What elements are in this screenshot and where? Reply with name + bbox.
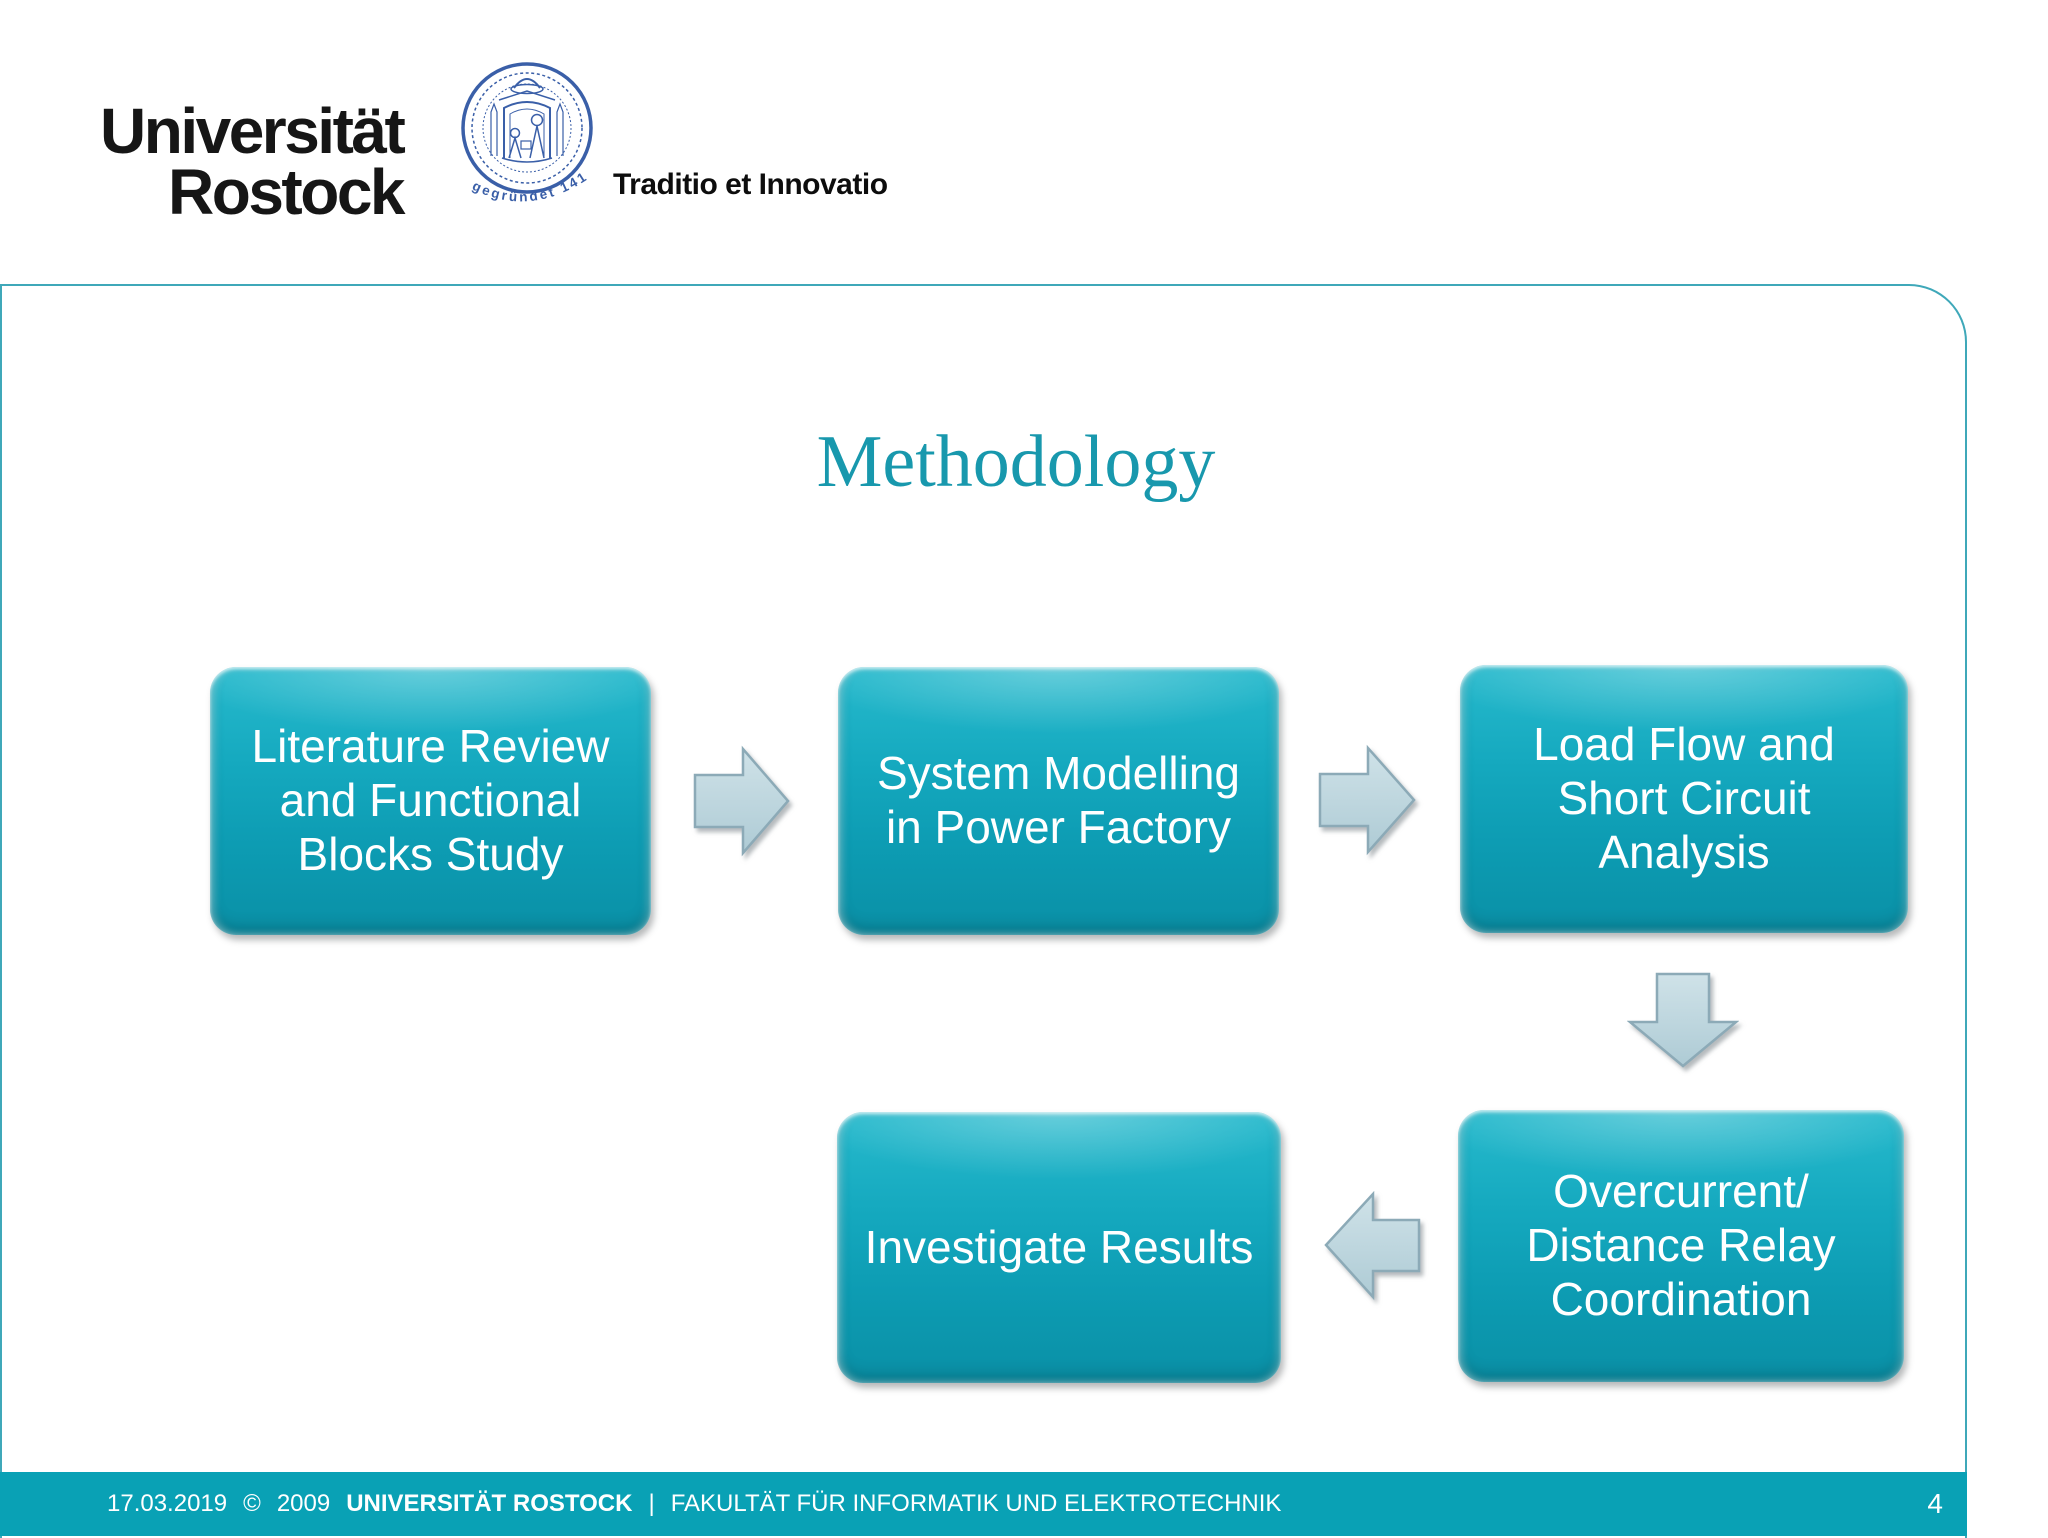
footer-bar: 17.03.2019 © 2009 UNIVERSITÄT ROSTOCK | FAKUL… — [0, 1472, 1967, 1536]
logo-motto: Traditio et Innovatio — [613, 168, 888, 201]
logo-name-line2: Rostock — [168, 156, 406, 228]
arrow-down-icon — [1627, 972, 1739, 1068]
flow-box-relay-coordination: Overcurrent/ Distance Relay Coordination — [1458, 1110, 1904, 1382]
slide-content-frame — [0, 284, 1967, 1538]
footer-separator: | — [648, 1490, 655, 1517]
arrow-right-2-icon — [1318, 744, 1416, 856]
flow-box-label: Investigate Results — [864, 1220, 1254, 1273]
footer-text: 17.03.2019 © 2009 UNIVERSITÄT ROSTOCK | FAKUL… — [107, 1472, 1297, 1536]
footer-copyright-symbol: © — [243, 1490, 261, 1517]
flow-box-label: Literature Review and Functional Blocks … — [251, 720, 610, 880]
slide-title: Methodology — [816, 421, 1216, 503]
flow-box-label: Overcurrent/ Distance Relay Coordination — [1526, 1165, 1836, 1325]
flow-box-system-modelling: System Modelling in Power Factory — [838, 667, 1279, 935]
footer-organization: UNIVERSITÄT ROSTOCK — [346, 1490, 633, 1517]
logo-name-line1: Universität — [100, 95, 406, 167]
arrow-right-1-icon — [693, 745, 790, 857]
flow-box-label: System Modelling in Power Factory — [876, 747, 1241, 853]
flow-box-investigate-results: Investigate Results — [837, 1112, 1281, 1383]
flow-box-load-flow: Load Flow and Short Circuit Analysis — [1460, 665, 1908, 933]
footer-department: FAKULTÄT FÜR INFORMATIK UND ELEKTROTECHN… — [670, 1490, 1282, 1517]
footer-date: 17.03.2019 — [107, 1490, 228, 1517]
footer-year: 2009 — [276, 1490, 331, 1517]
flow-box-label: Load Flow and Short Circuit Analysis — [1533, 718, 1835, 878]
flow-box-literature-review: Literature Review and Functional Blocks … — [210, 667, 651, 935]
footer-page-number: 4 — [1927, 1488, 1943, 1519]
arrow-left-icon — [1324, 1191, 1421, 1301]
university-seal-icon: gegründet 1419 — [452, 56, 593, 205]
